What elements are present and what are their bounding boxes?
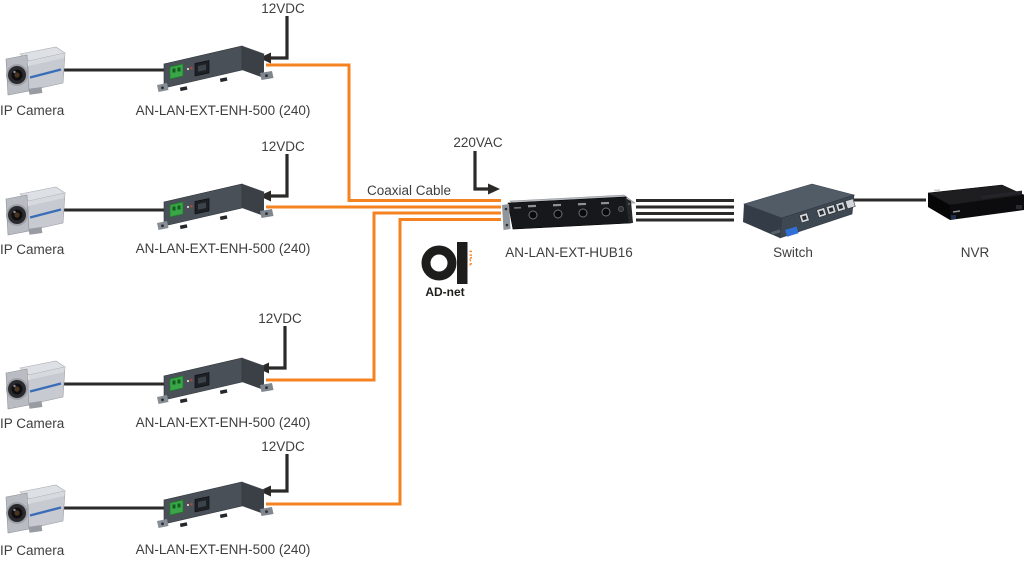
extender-3 bbox=[156, 350, 274, 417]
power-line-4 bbox=[270, 454, 289, 493]
extender-label-2: AN-LAN-EXT-ENH-500 (240) bbox=[135, 241, 311, 256]
switch-device bbox=[736, 178, 861, 249]
power-label-3: 12VDC bbox=[258, 311, 302, 326]
ip-camera-3 bbox=[2, 356, 66, 417]
hub-power-label: 220VAC bbox=[453, 135, 503, 150]
hub-label: AN-LAN-EXT-HUB16 bbox=[505, 245, 633, 260]
hub-device bbox=[500, 192, 636, 239]
extender-label-3: AN-LAN-EXT-ENH-500 (240) bbox=[135, 415, 311, 430]
power-label-2: 12VDC bbox=[261, 139, 305, 154]
adnet-logo-icon: net bbox=[421, 242, 479, 284]
power-line-2 bbox=[270, 154, 289, 198]
coax-cable-1 bbox=[266, 63, 501, 202]
power-arrowhead-4 bbox=[259, 485, 271, 497]
ip-camera-2 bbox=[2, 182, 66, 243]
coaxial-cable-label: Coaxial Cable bbox=[367, 183, 452, 198]
adnet-logo-vertical-text: net bbox=[467, 250, 473, 266]
hub-power-arrowhead bbox=[488, 183, 500, 195]
adnet-logo: net AD-net bbox=[420, 241, 479, 299]
ip-camera-4 bbox=[2, 480, 66, 541]
switch-label: Switch bbox=[773, 245, 813, 260]
adnet-logo-name: AD-net bbox=[425, 285, 465, 299]
extender-label-1: AN-LAN-EXT-ENH-500 (240) bbox=[135, 103, 311, 118]
power-arrowhead-2 bbox=[259, 190, 271, 202]
nvr-label: NVR bbox=[960, 245, 990, 260]
power-arrowhead-1 bbox=[259, 52, 271, 64]
extender-4 bbox=[156, 474, 274, 541]
camera-label-1: IP Camera bbox=[0, 103, 65, 118]
extender-2 bbox=[156, 176, 274, 243]
extender-label-4: AN-LAN-EXT-ENH-500 (240) bbox=[135, 542, 311, 557]
camera-label-4: IP Camera bbox=[0, 543, 65, 558]
power-label-1: 12VDC bbox=[261, 1, 305, 16]
ip-camera-1 bbox=[2, 42, 66, 103]
camera-label-3: IP Camera bbox=[0, 416, 65, 431]
power-line-3 bbox=[268, 326, 287, 370]
nvr-device bbox=[920, 182, 1024, 231]
power-line-1 bbox=[270, 16, 289, 60]
coax-cable-4 bbox=[266, 218, 501, 506]
power-label-4: 12VDC bbox=[261, 439, 305, 454]
extender-1 bbox=[156, 38, 274, 105]
hub-power-line bbox=[473, 151, 488, 191]
coax-cable-3 bbox=[266, 211, 501, 382]
camera-label-2: IP Camera bbox=[0, 242, 65, 257]
